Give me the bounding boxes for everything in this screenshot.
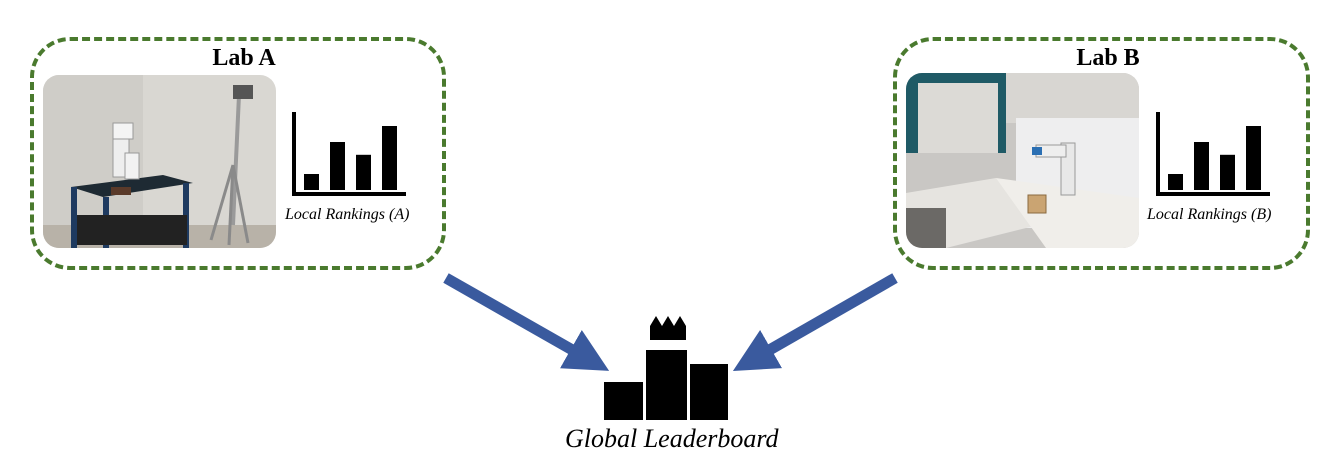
podium-left — [604, 382, 643, 420]
lab-b-box — [893, 37, 1310, 270]
podium-icon — [604, 316, 728, 420]
podium-center — [646, 350, 687, 420]
lab-b-caption: Local Rankings (B) — [1147, 206, 1272, 223]
lab-a-title: Lab A — [212, 45, 276, 71]
lab-a-photo — [43, 75, 276, 248]
lab-b-title: Lab B — [1076, 45, 1140, 71]
lab-a-bar-1 — [304, 174, 319, 190]
lab-a-caption: Local Rankings (A) — [285, 206, 410, 223]
lab-a-bar-4 — [382, 126, 397, 190]
podium-right — [690, 364, 728, 420]
lab-a-bar-2 — [330, 142, 345, 190]
global-leaderboard-caption: Global Leaderboard — [565, 424, 779, 453]
lab-b-bar-2 — [1194, 142, 1209, 190]
lab-b-bar-3 — [1220, 154, 1235, 190]
lab-b-bar-chart — [1154, 112, 1274, 200]
arrow-lab-a-to-global — [443, 273, 610, 371]
crown-icon — [650, 316, 686, 340]
lab-b-photo — [906, 73, 1139, 248]
arrow-lab-b-to-global — [732, 273, 898, 371]
lab-b-bar-4 — [1246, 126, 1261, 190]
lab-a-bar-chart — [290, 112, 410, 200]
lab-b-bar-1 — [1168, 174, 1183, 190]
lab-a-box — [30, 37, 446, 270]
lab-a-bar-3 — [356, 154, 371, 190]
